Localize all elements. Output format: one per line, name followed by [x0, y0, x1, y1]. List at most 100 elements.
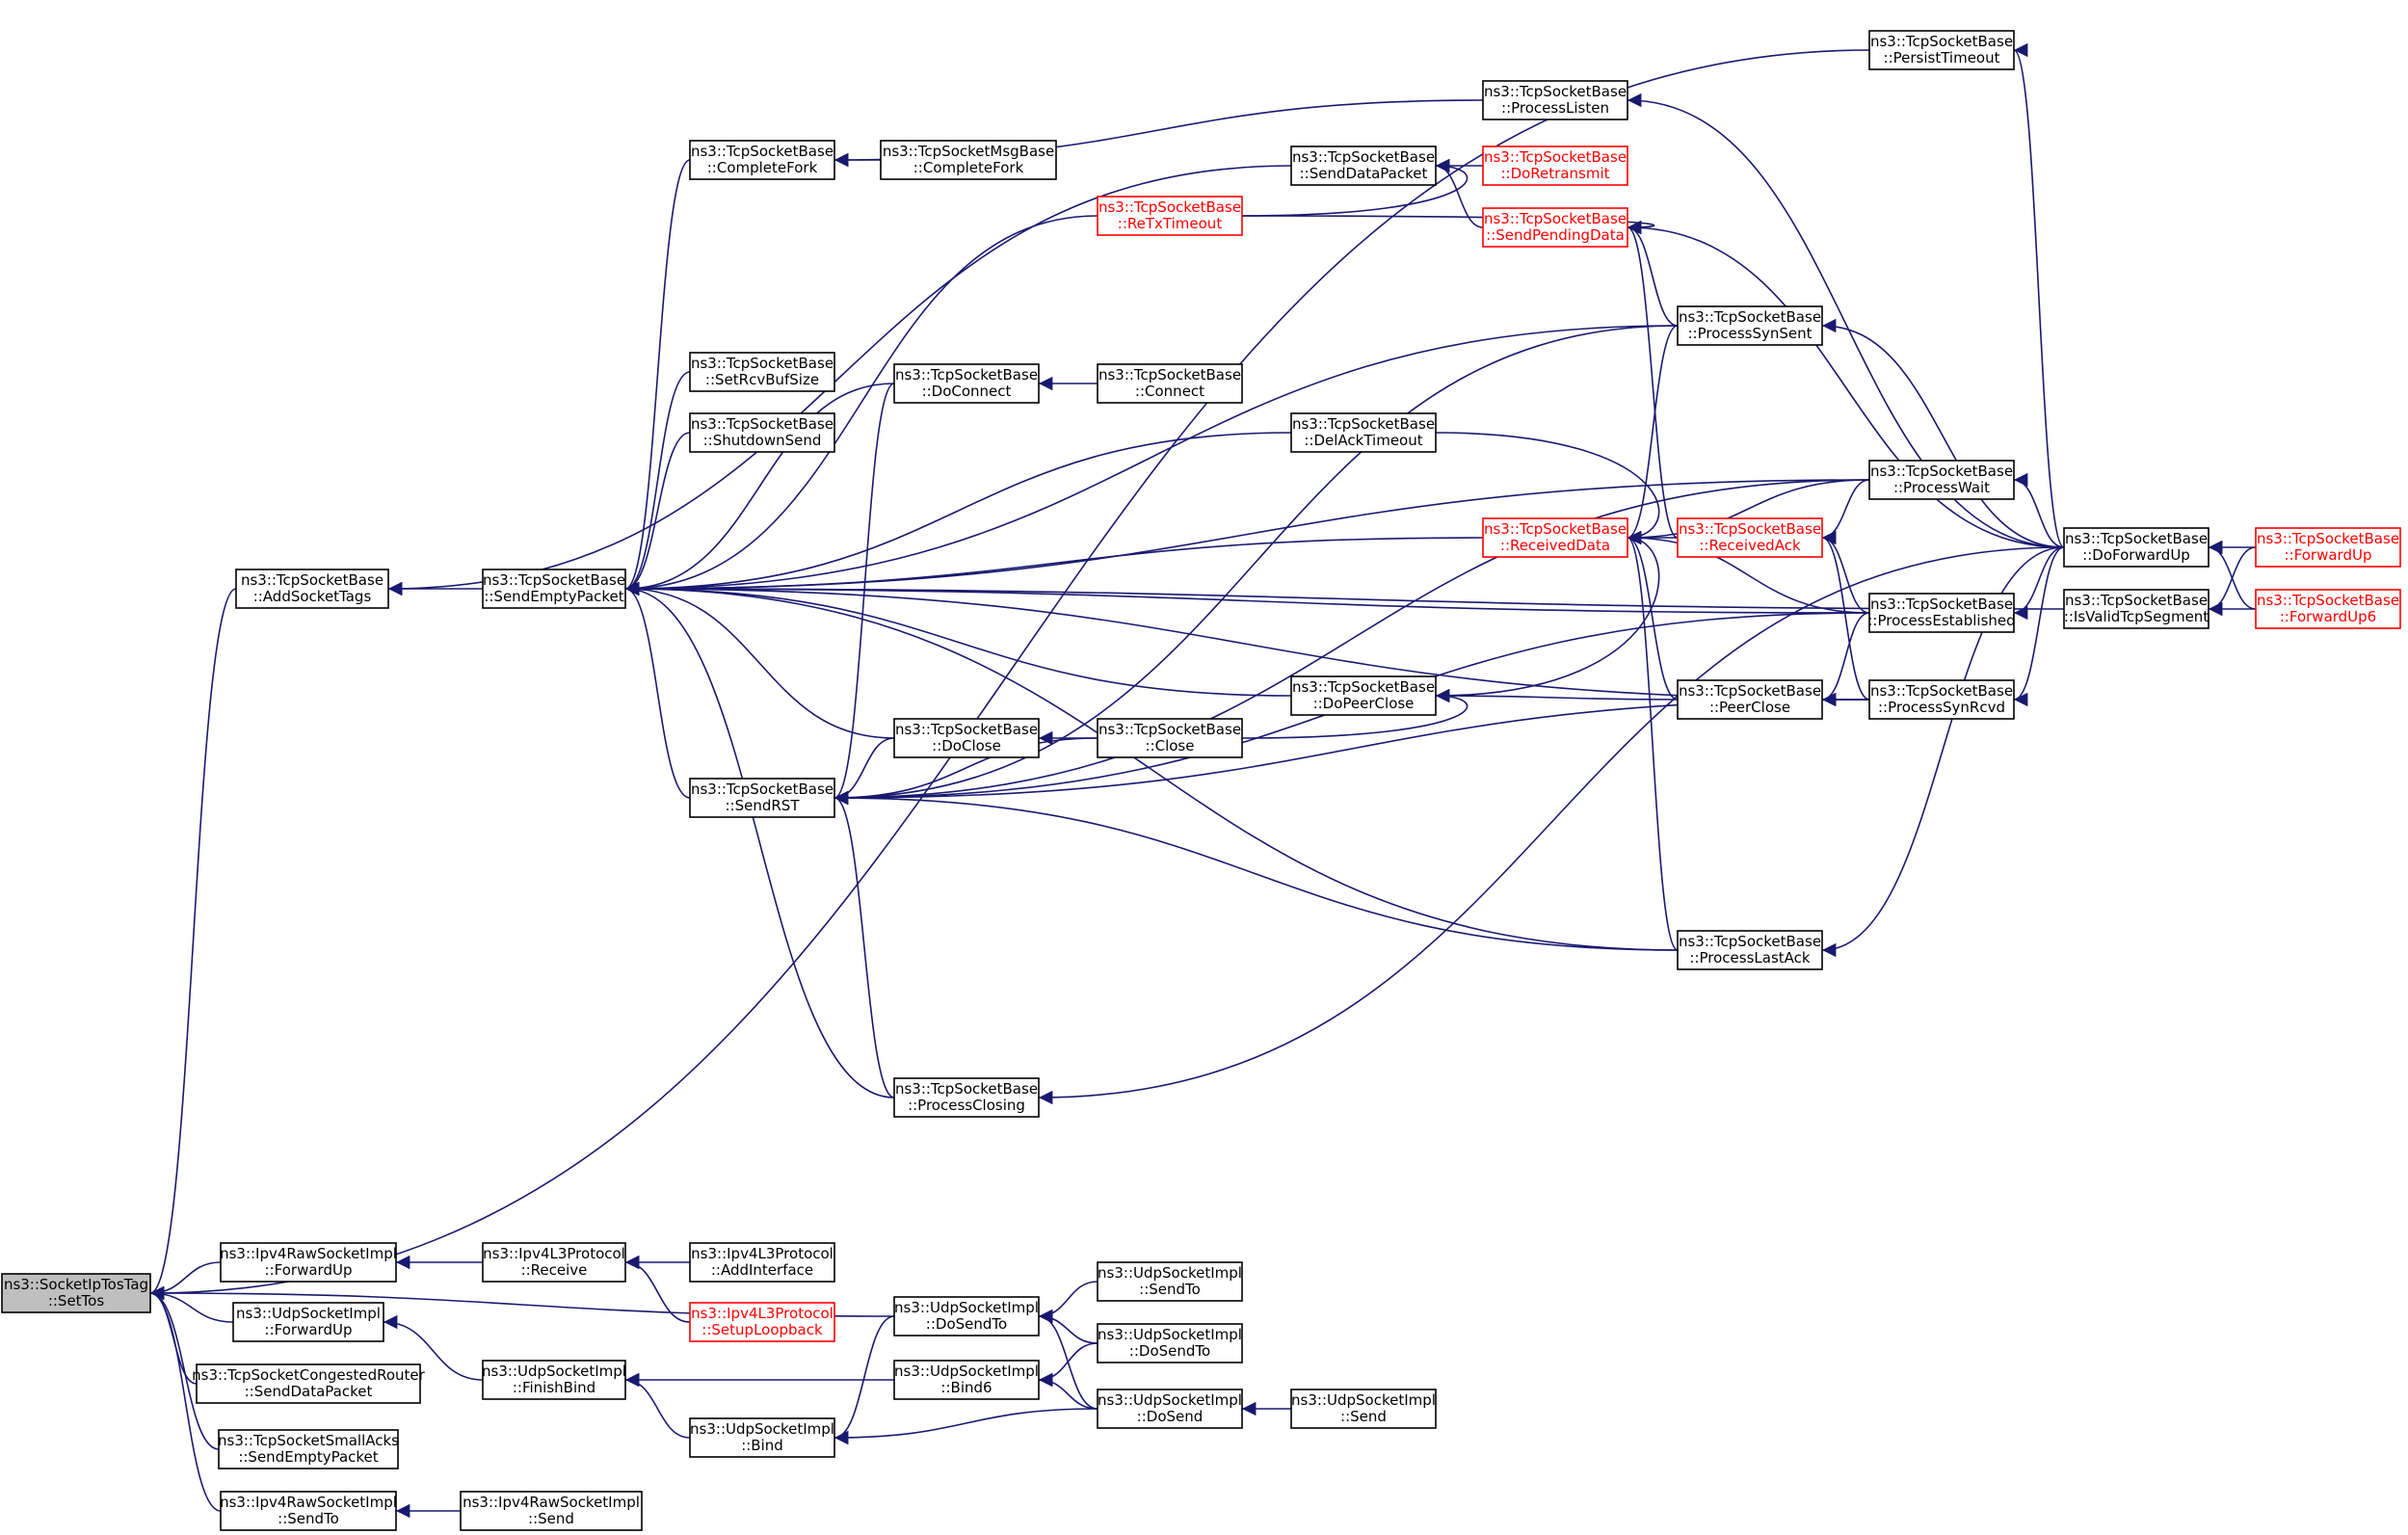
node-doretransmit[interactable]: ns3::TcpSocketBase::DoRetransmit [1482, 146, 1628, 186]
node-peerclose[interactable]: ns3::TcpSocketBase::PeerClose [1677, 679, 1823, 720]
node-close[interactable]: ns3::TcpSocketBase::Close [1097, 718, 1243, 758]
node-rawforwardup[interactable]: ns3::Ipv4RawSocketImpl::ForwardUp [220, 1242, 397, 1283]
node-sendemptypacket[interactable]: ns3::TcpSocketBase::SendEmptyPacket [482, 569, 626, 609]
node-method-label: ::DoSendTo [1129, 1342, 1210, 1360]
node-processestablished[interactable]: ns3::TcpSocketBase::ProcessEstablished [1867, 593, 2016, 633]
edge-processlastack-to-sendrst [834, 790, 1679, 951]
node-class-label: ns3::TcpSocketBase [1679, 308, 1821, 326]
node-receivedack[interactable]: ns3::TcpSocketBase::ReceivedAck [1677, 517, 1823, 558]
node-udpforwardup[interactable]: ns3::UdpSocketImpl::ForwardUp [232, 1302, 384, 1342]
node-processwait[interactable]: ns3::TcpSocketBase::ProcessWait [1868, 460, 2015, 500]
node-method-label: ::SendDataPacket [245, 1383, 373, 1400]
node-doclose[interactable]: ns3::TcpSocketBase::DoClose [893, 718, 1040, 758]
node-method-label: ::Send [528, 1510, 574, 1527]
node-shutdownsend[interactable]: ns3::TcpSocketBase::ShutdownSend [689, 412, 835, 453]
node-udpdosendto[interactable]: ns3::UdpSocketImpl::DoSendTo [893, 1296, 1040, 1337]
node-isvalidtcpsegment[interactable]: ns3::TcpSocketBase::IsValidTcpSegment [2063, 589, 2210, 629]
node-box [893, 1296, 1040, 1337]
node-method-label: ::DoConnect [922, 383, 1012, 400]
edge-doforwardup-to-processwait [2013, 472, 2065, 548]
node-rawsend[interactable]: ns3::Ipv4RawSocketImpl::Send [460, 1491, 643, 1531]
node-class-label: ns3::UdpSocketImpl [1098, 1264, 1242, 1282]
node-completefork[interactable]: ns3::TcpSocketBase::CompleteFork [689, 140, 835, 180]
node-receiveddata[interactable]: ns3::TcpSocketBase::ReceivedData [1482, 517, 1628, 558]
node-dopeerclose[interactable]: ns3::TcpSocketBase::DoPeerClose [1290, 675, 1437, 716]
node-method-label: ::ProcessSynRcvd [1878, 699, 2005, 716]
node-udpdosendto2[interactable]: ns3::UdpSocketImpl::DoSendTo [1097, 1323, 1243, 1363]
edge-retxtimeout-to-sendemptypacket [624, 215, 1098, 596]
edge-doforwardup-to-processestablished [2013, 546, 2065, 621]
node-class-label: ns3::TcpSocketBase [241, 571, 384, 589]
node-class-label: ns3::TcpSocketBase [691, 415, 834, 433]
node-retxtimeout[interactable]: ns3::TcpSocketBase::ReTxTimeout [1097, 196, 1243, 236]
edge-doforwardup-to-sendpendingdata [1627, 220, 2065, 548]
node-processsynrcvd[interactable]: ns3::TcpSocketBase::ProcessSynRcvd [1868, 679, 2015, 720]
node-box [232, 1302, 384, 1342]
node-udpsend[interactable]: ns3::UdpSocketImpl::Send [1290, 1389, 1437, 1429]
edge-rawsendto-to-root [149, 1285, 222, 1512]
node-box [218, 1429, 399, 1469]
node-class-label: ns3::UdpSocketImpl [482, 1363, 626, 1380]
node-msgcompletefork[interactable]: ns3::TcpSocketMsgBase::CompleteFork [880, 140, 1057, 180]
node-delacktimeout[interactable]: ns3::TcpSocketBase::DelAckTimeout [1290, 412, 1437, 453]
node-method-label: ::FinishBind [513, 1379, 595, 1396]
edge-processestablished-to-peerclose [1821, 612, 1870, 707]
node-class-label: ns3::TcpSocketBase [1679, 520, 1821, 538]
node-udpbind6[interactable]: ns3::UdpSocketImpl::Bind6 [893, 1360, 1040, 1400]
node-connect[interactable]: ns3::TcpSocketBase::Connect [1097, 363, 1243, 404]
node-processlisten[interactable]: ns3::TcpSocketBase::ProcessListen [1482, 80, 1628, 120]
node-class-label: ns3::TcpSocketBase [691, 143, 834, 160]
node-processlastack[interactable]: ns3::TcpSocketBase::ProcessLastAck [1677, 930, 1823, 970]
edge-processlastack-to-sendemptypacket [624, 581, 1679, 951]
edge-senddatapacket-to-addsockettags [387, 165, 1292, 596]
node-method-label: ::SetRcvBufSize [705, 371, 819, 388]
node-class-label: ns3::Ipv4RawSocketImpl [220, 1494, 397, 1511]
edge-dopeerclose-to-sendemptypacket [624, 581, 1292, 697]
node-smallacks[interactable]: ns3::TcpSocketSmallAcks::SendEmptyPacket [218, 1429, 399, 1469]
node-ipv4receive[interactable]: ns3::Ipv4L3Protocol::Receive [482, 1242, 626, 1283]
edge-doclose-to-sendemptypacket [624, 581, 895, 739]
node-udpbind[interactable]: ns3::UdpSocketImpl::Bind [689, 1417, 835, 1458]
node-box [1290, 1389, 1437, 1429]
node-addsockettags[interactable]: ns3::TcpSocketBase::AddSocketTags [235, 569, 389, 609]
node-class-label: ns3::TcpSocketBase [2065, 530, 2208, 547]
node-class-label: ns3::TcpSocketBase [1292, 678, 1435, 696]
node-processclosing[interactable]: ns3::TcpSocketBase::ProcessClosing [893, 1077, 1040, 1118]
node-doconnect[interactable]: ns3::TcpSocketBase::DoConnect [893, 363, 1040, 404]
node-doforwardup[interactable]: ns3::TcpSocketBase::DoForwardUp [2063, 527, 2210, 568]
node-method-label: ::ProcessWait [1893, 479, 1990, 496]
node-box [1482, 207, 1628, 248]
node-sendrst[interactable]: ns3::TcpSocketBase::SendRST [689, 778, 835, 818]
node-rawsendto[interactable]: ns3::Ipv4RawSocketImpl::SendTo [220, 1491, 397, 1531]
node-class-label: ns3::TcpSocketSmallAcks [218, 1432, 399, 1449]
node-class-label: ns3::TcpSocketBase [691, 781, 834, 798]
node-setrcvbufsize[interactable]: ns3::TcpSocketBase::SetRcvBufSize [689, 352, 835, 392]
node-root[interactable]: ns3::SocketIpTosTag::SetTos [1, 1273, 151, 1313]
node-class-label: ns3::TcpSocketBase [2257, 592, 2399, 609]
node-sendpendingdata[interactable]: ns3::TcpSocketBase::SendPendingData [1482, 207, 1628, 248]
node-box [1097, 1389, 1243, 1429]
node-setuploopback[interactable]: ns3::Ipv4L3Protocol::SetupLoopback [689, 1302, 835, 1342]
node-box [689, 140, 835, 180]
node-class-label: ns3::Ipv4RawSocketImpl [220, 1245, 397, 1262]
node-box [1482, 80, 1628, 120]
node-persisttimeout[interactable]: ns3::TcpSocketBase::PersistTimeout [1868, 30, 2015, 70]
node-udpsendto[interactable]: ns3::UdpSocketImpl::SendTo [1097, 1261, 1243, 1302]
edge-setuploopback-to-ipv4receive [624, 1255, 691, 1323]
node-finishbind[interactable]: ns3::UdpSocketImpl::FinishBind [482, 1360, 626, 1400]
node-senddatapacket[interactable]: ns3::TcpSocketBase::SendDataPacket [1290, 146, 1437, 186]
node-box [893, 1360, 1040, 1400]
node-forwardup6[interactable]: ns3::TcpSocketBase::ForwardUp6 [2255, 589, 2401, 629]
edge-retxtimeout-to-senddatapacket [1241, 158, 1469, 217]
node-udpdosend[interactable]: ns3::UdpSocketImpl::DoSend [1097, 1389, 1243, 1429]
edges-layer [149, 43, 2257, 1519]
node-addinterface[interactable]: ns3::Ipv4L3Protocol::AddInterface [689, 1242, 835, 1283]
node-box [2255, 589, 2401, 629]
node-class-label: ns3::TcpSocketBase [1870, 33, 2013, 50]
node-congested[interactable]: ns3::TcpSocketCongestedRouter::SendDataP… [192, 1363, 426, 1404]
edge-sendrst-to-sendemptypacket [624, 581, 691, 799]
node-processsynsent[interactable]: ns3::TcpSocketBase::ProcessSynSent [1677, 305, 1823, 346]
node-class-label: ns3::Ipv4L3Protocol [691, 1245, 834, 1262]
edge-processestablished-to-receivedack [1821, 530, 1870, 614]
node-forwardup[interactable]: ns3::TcpSocketBase::ForwardUp [2255, 527, 2401, 568]
